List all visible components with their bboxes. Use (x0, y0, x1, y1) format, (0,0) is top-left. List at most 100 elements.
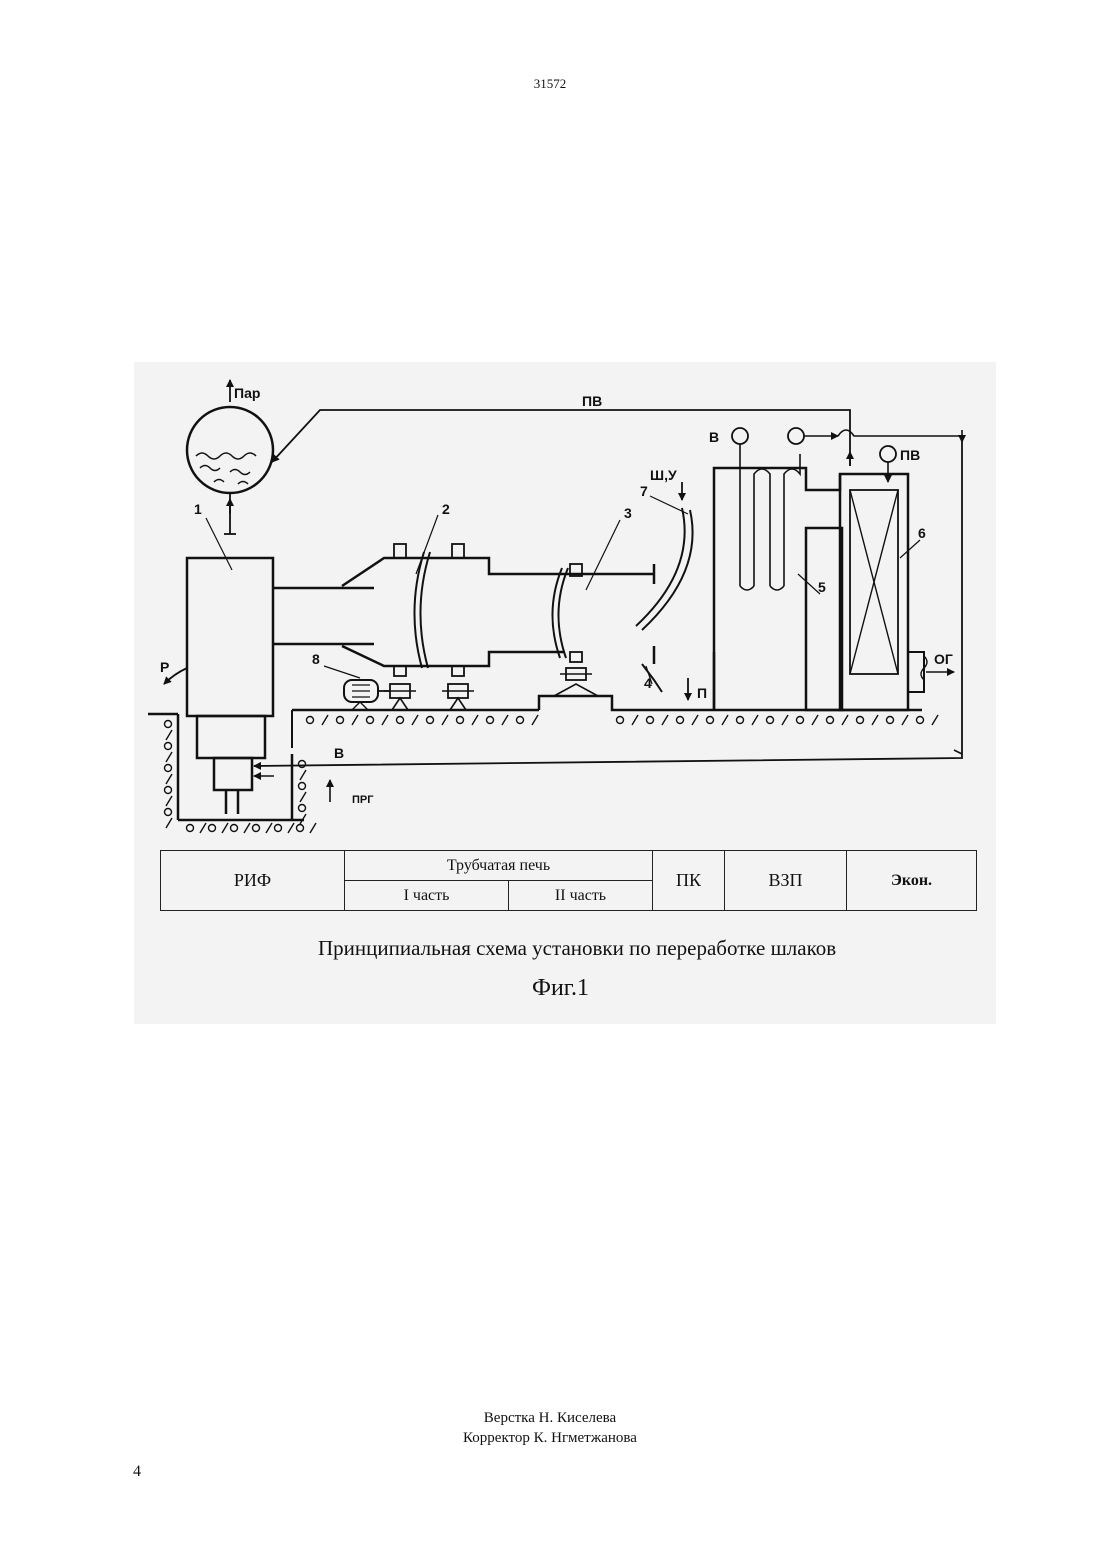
feed-water-right-label: ПВ (900, 447, 920, 463)
drive-motor (344, 680, 390, 710)
callout-6: 6 (918, 525, 926, 541)
ground-hatch (310, 823, 316, 833)
air-bottom-label: В (334, 745, 344, 761)
ground-roller (299, 761, 306, 768)
ground-hatch (412, 715, 418, 725)
econ-cell: Экон. (847, 851, 977, 911)
ground-hatch (266, 823, 272, 833)
ground-hatch (300, 770, 306, 780)
ground-roller (857, 717, 864, 724)
callout-3: 3 (624, 505, 632, 521)
ground-roller (427, 717, 434, 724)
steam-label: Пар (234, 385, 260, 401)
ground-hatch (382, 715, 388, 725)
ground-hatch (166, 818, 172, 828)
ground-hatch (932, 715, 938, 725)
ground-roller (253, 825, 260, 832)
ground-hatch (166, 730, 172, 740)
ground-roller (337, 717, 344, 724)
ground-roller (827, 717, 834, 724)
economizer (840, 446, 954, 710)
ground-hatch (200, 823, 206, 833)
slag-processing-diagram: Пар ПВ ПВ В В Ш,У П ОГ Р ПРГ 1 2 3 4 5 6… (134, 362, 996, 1024)
ground-hatch (244, 823, 250, 833)
vzp-cell: ВЗП (725, 851, 847, 911)
figure-panel: Пар ПВ ПВ В В Ш,У П ОГ Р ПРГ 1 2 3 4 5 6… (134, 362, 996, 1024)
ground-roller (275, 825, 282, 832)
ground-hatch (692, 715, 698, 725)
ground-hatch (166, 796, 172, 806)
callout-4: 4 (644, 675, 652, 691)
part-two-cell: II часть (509, 881, 653, 911)
proofreader-credit: Корректор К. Нгметжанова (0, 1430, 1100, 1447)
ground-hatch (166, 752, 172, 762)
ground-roller (887, 717, 894, 724)
ground-hatch (222, 823, 228, 833)
melt-output-label: Р (160, 659, 169, 675)
ground-hatch (288, 823, 294, 833)
ground-hatch (812, 715, 818, 725)
ground-roller (917, 717, 924, 724)
ground-roller (647, 717, 654, 724)
ground-roller (367, 717, 374, 724)
ground-hatch (782, 715, 788, 725)
typesetter-credit: Верстка Н. Киселева (0, 1410, 1100, 1427)
ground-roller (797, 717, 804, 724)
ground-roller (231, 825, 238, 832)
ground-hatch (532, 715, 538, 725)
ground-roller (767, 717, 774, 724)
ground-roller (517, 717, 524, 724)
figure-caption: Принципиальная схема установки по перера… (318, 936, 836, 961)
ground-roller (165, 787, 172, 794)
ground-roller (617, 717, 624, 724)
ground-hatch (502, 715, 508, 725)
callout-5: 5 (818, 579, 826, 595)
ground-hatch (842, 715, 848, 725)
ground-roller (165, 743, 172, 750)
ground-hatch (722, 715, 728, 725)
air-return-line (254, 436, 962, 766)
ground-hatch (632, 715, 638, 725)
ground-roller (209, 825, 216, 832)
ground-roller (165, 765, 172, 772)
rif-cell: РИФ (161, 851, 345, 911)
part-one-cell: I часть (345, 881, 509, 911)
feed-water-line (272, 410, 850, 466)
flue-gas-label: ОГ (934, 651, 953, 667)
ground-hatch (300, 792, 306, 802)
slag-coal-input-label: Ш,У (650, 467, 677, 483)
legend-table: РИФ Трубчатая печь ПК ВЗП Экон. I часть … (160, 850, 977, 911)
page-number: 4 (133, 1463, 141, 1481)
figure-label: Фиг.1 (532, 975, 589, 1002)
callout-2: 2 (442, 501, 450, 517)
ground-roller (487, 717, 494, 724)
ground-roller (187, 825, 194, 832)
ground-roller (165, 721, 172, 728)
callout-1: 1 (194, 501, 202, 517)
ground-roller (707, 717, 714, 724)
ground-roller (299, 805, 306, 812)
ground-hatch (166, 774, 172, 784)
air-top-label: В (709, 429, 719, 445)
ground-roller (397, 717, 404, 724)
ground-roller (307, 717, 314, 724)
ground-roller (299, 783, 306, 790)
document-number: 31572 (0, 76, 1100, 92)
ground-hatch (442, 715, 448, 725)
ground-roller (165, 809, 172, 816)
callout-8: 8 (312, 651, 320, 667)
ground-roller (457, 717, 464, 724)
callout-7: 7 (640, 483, 648, 499)
ground-roller (297, 825, 304, 832)
ground-roller (677, 717, 684, 724)
dust-output-label: П (697, 685, 707, 701)
ground-hatch (322, 715, 328, 725)
ground-hatch (472, 715, 478, 725)
feed-water-top-label: ПВ (582, 393, 602, 409)
ground-hatch (752, 715, 758, 725)
ground-hatch (662, 715, 668, 725)
ground-hatch (902, 715, 908, 725)
ground-hatch (352, 715, 358, 725)
ground-roller (737, 717, 744, 724)
